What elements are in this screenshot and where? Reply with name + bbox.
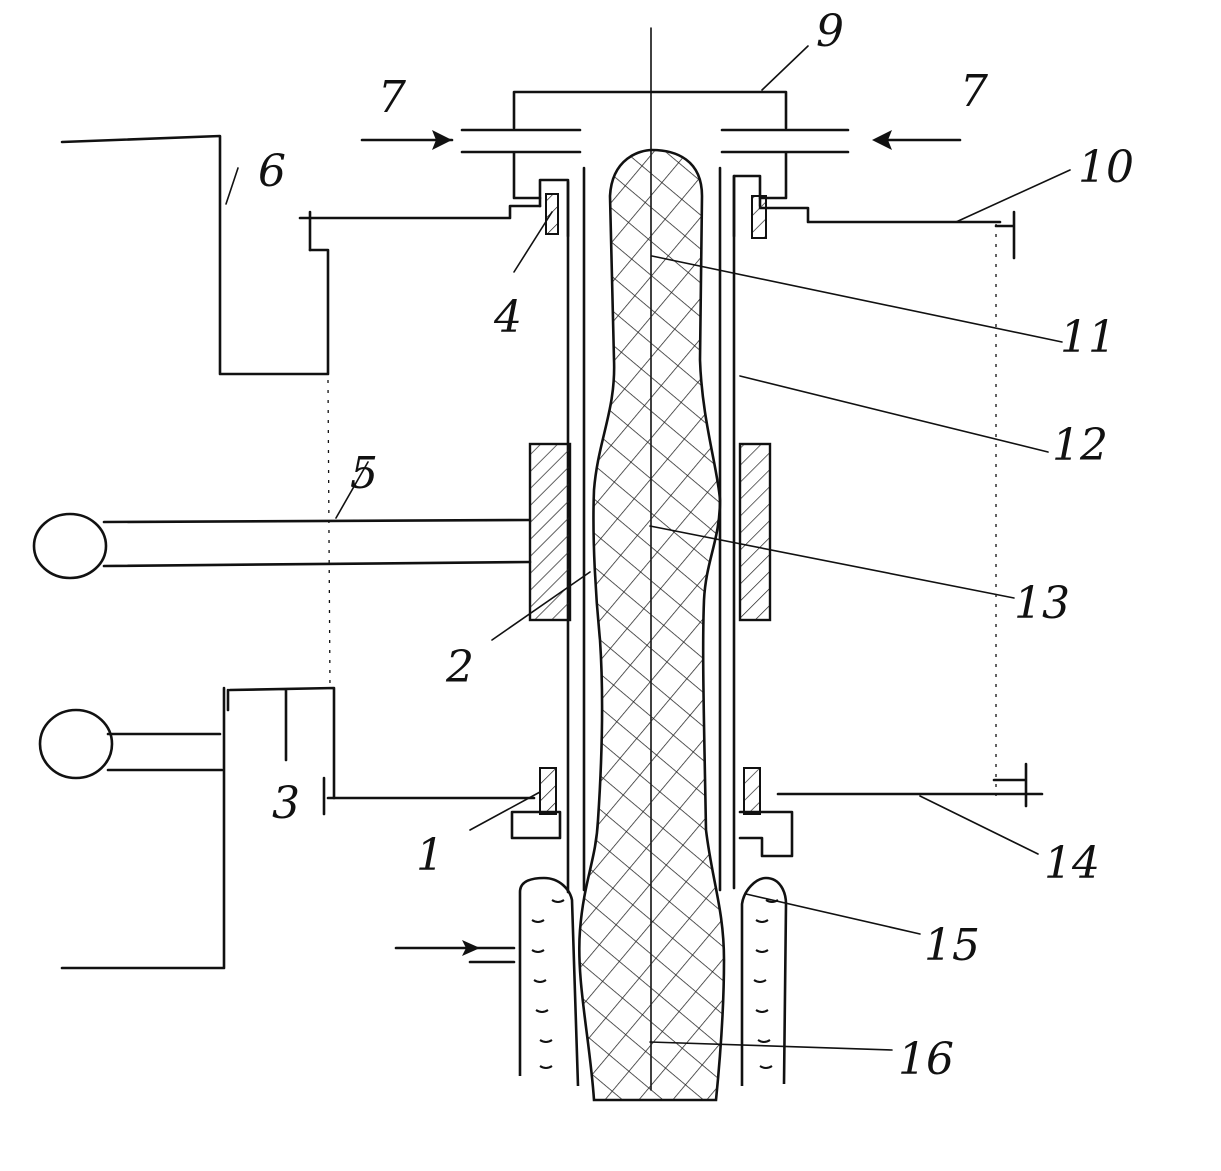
lower-seal-right xyxy=(743,767,761,815)
roller-left xyxy=(518,876,580,1087)
upper-flange xyxy=(298,204,1002,224)
label-16: 16 xyxy=(898,1034,954,1085)
lower-sleeve-right xyxy=(738,810,794,858)
tube-wall-right xyxy=(718,166,736,892)
label-13: 13 xyxy=(1014,578,1070,629)
right-frame-bottom xyxy=(992,762,1028,808)
label-12: 12 xyxy=(1052,420,1108,471)
heater-right xyxy=(738,442,772,622)
label-2: 2 xyxy=(445,642,474,693)
lower-flange xyxy=(326,792,1044,800)
right-frame-top xyxy=(994,210,1016,260)
label-15: 15 xyxy=(924,920,980,971)
upper-seal-right xyxy=(751,195,767,239)
vertical-dash xyxy=(327,379,331,691)
lower-sleeve-left xyxy=(510,810,562,840)
label-3: 3 xyxy=(272,778,300,829)
knob-rod-lower xyxy=(106,732,224,772)
upper-seal-left xyxy=(545,193,559,235)
label-9: 9 xyxy=(816,6,844,57)
label-10: 10 xyxy=(1078,142,1134,193)
frame-lower-left xyxy=(60,686,226,970)
frame-3 xyxy=(228,686,336,800)
frame-6 xyxy=(60,134,330,376)
label-4: 4 xyxy=(493,292,522,343)
left-arrow-icon xyxy=(360,130,454,150)
label-14: 14 xyxy=(1044,838,1100,889)
rod xyxy=(578,148,726,1102)
leader-lines xyxy=(225,45,1071,1051)
feed-arrow-icon xyxy=(394,940,516,964)
label-7-left: 7 xyxy=(378,72,406,123)
label-7-right: 7 xyxy=(960,66,988,117)
left-gas-channel xyxy=(460,128,582,200)
roller-right xyxy=(740,876,788,1086)
label-11: 11 xyxy=(1060,312,1116,363)
lower-knob-icon xyxy=(38,708,114,780)
label-1: 1 xyxy=(416,830,444,881)
label-5: 5 xyxy=(350,448,378,499)
label-6: 6 xyxy=(258,146,286,197)
lower-seal-left xyxy=(539,767,557,815)
upper-knob-icon xyxy=(32,512,108,580)
right-gas-channel xyxy=(720,128,850,200)
right-arrow-icon xyxy=(872,130,962,150)
heater-left xyxy=(528,442,572,622)
roller-texture xyxy=(531,899,779,1069)
knob-rod-upper xyxy=(102,518,532,568)
top-cap xyxy=(512,90,788,130)
